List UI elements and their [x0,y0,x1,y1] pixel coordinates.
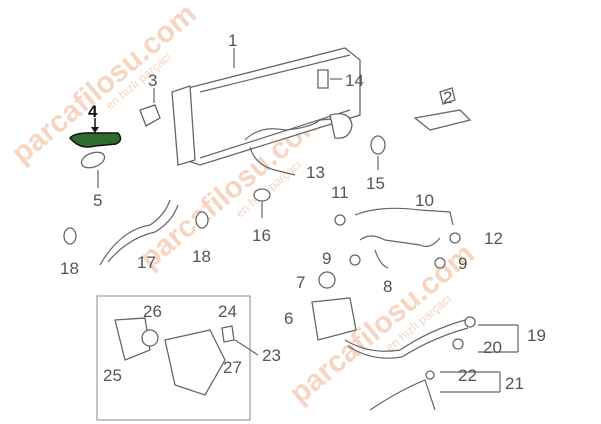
callout-13: 13 [306,163,325,182]
callout-7: 7 [296,273,305,292]
callout-3: 3 [148,71,157,90]
parts-outline [63,69,519,421]
callout-19: 19 [527,326,546,345]
callout-26: 26 [143,302,162,321]
callout-15: 15 [366,174,385,193]
callout-12: 12 [484,229,503,248]
callout-1: 1 [228,31,237,50]
callout-21: 21 [505,374,524,393]
callout-18a: 18 [60,259,79,278]
callout-20: 20 [483,338,502,357]
watermark: parcafilosu.com en hızlı parçacı parcafi… [5,0,480,410]
radiator[interactable] [171,47,361,166]
callout-2: 2 [443,88,452,107]
callout-6: 6 [284,309,293,328]
callout-25: 25 [103,366,122,385]
callout-4: 4 [88,102,98,121]
callout-17: 17 [137,253,156,272]
highlighted-part-4[interactable] [69,118,122,148]
callout-24: 24 [218,302,237,321]
callout-23: 23 [262,346,281,365]
callout-9b: 9 [458,254,467,273]
callout-9a: 9 [322,249,331,268]
callout-27: 27 [223,358,242,377]
callout-16: 16 [252,226,271,245]
callout-8: 8 [383,277,392,296]
callout-5: 5 [93,191,102,210]
callout-labels: 1 2 3 4 5 6 7 8 9 9 10 11 12 13 14 15 16… [60,31,546,393]
callout-18b: 18 [192,247,211,266]
callout-10: 10 [415,191,434,210]
callout-11: 11 [331,183,349,202]
callout-22: 22 [458,366,477,385]
callout-14: 14 [345,71,364,90]
